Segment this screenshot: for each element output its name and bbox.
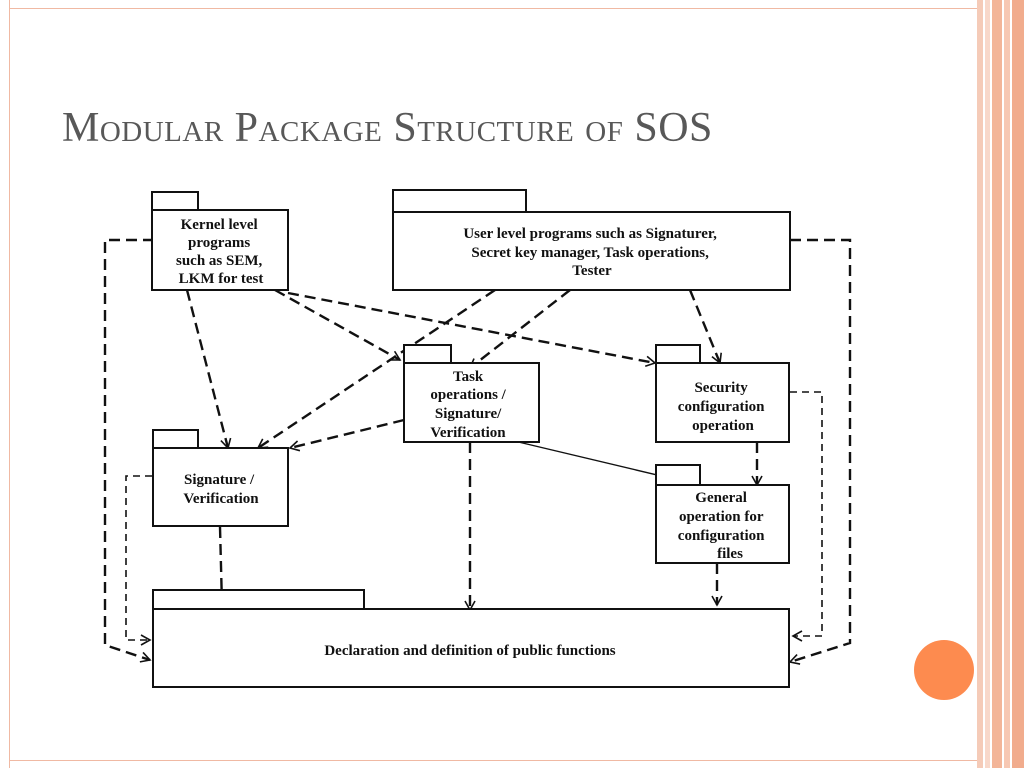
frame-top-line <box>9 8 977 9</box>
package-general-box <box>655 484 790 564</box>
right-stripe-5 <box>1012 0 1024 768</box>
edge-task-to-signature <box>288 418 405 452</box>
frame-bottom-line <box>9 760 977 761</box>
signature-label-line: Signature / <box>184 472 255 488</box>
kernel-label-line: LKM for test <box>179 271 264 287</box>
kernel-label-line: programs <box>188 235 250 251</box>
edge-user-to-public <box>788 238 852 665</box>
package-signature-tab <box>152 429 199 449</box>
public-label-line: Declaration and definition of public fun… <box>324 643 615 659</box>
package-task-box <box>403 362 540 443</box>
edge-kernel-to-task <box>274 288 402 362</box>
package-user-box <box>392 211 791 291</box>
right-stripe-4 <box>1004 0 1010 768</box>
package-task-label: Task operations / Signature/ Verificatio… <box>430 369 509 441</box>
package-security-label: Security configuration operation <box>678 380 768 434</box>
security-label-line: Security <box>694 380 748 396</box>
general-label-line: files <box>717 546 743 562</box>
package-user-label: User level programs such as Signaturer, … <box>463 226 720 279</box>
package-signature-box <box>152 447 289 527</box>
edge-user-to-task <box>468 289 571 370</box>
edge-user-to-signature <box>256 289 496 449</box>
edge-user-to-security <box>688 289 722 365</box>
frame-left-line <box>9 0 10 768</box>
package-task-tab <box>403 344 452 364</box>
edge-kernel-to-security <box>287 291 657 367</box>
right-stripe-3 <box>992 0 1002 768</box>
orange-circle-decoration <box>914 640 974 700</box>
kernel-label-line: Kernel level <box>181 217 258 233</box>
user-label-line: User level programs such as Signaturer, <box>463 226 717 242</box>
security-label-line: configuration <box>678 399 765 415</box>
signature-label-line: Verification <box>183 491 259 507</box>
package-security-tab <box>655 344 701 364</box>
package-public-box <box>152 608 790 688</box>
package-public-label: Declaration and definition of public fun… <box>324 643 615 659</box>
package-kernel-tab <box>151 191 199 211</box>
package-general-label: General operation for configuration file… <box>678 490 768 562</box>
package-signature-label: Signature / Verification <box>183 472 259 507</box>
user-label-line: Tester <box>572 263 612 279</box>
kernel-label-line: such as SEM, <box>176 253 263 269</box>
security-label-line: operation <box>692 418 754 434</box>
package-kernel-box <box>151 209 289 291</box>
slide-title: Modular Package Structure of SOS <box>62 105 713 151</box>
task-label-line: Verification <box>430 425 506 441</box>
package-security-box <box>655 362 790 443</box>
task-label-line: Signature/ <box>435 406 502 422</box>
package-kernel-label: Kernel level programs such as SEM, LKM f… <box>176 217 266 287</box>
edge-kernel-to-public <box>103 238 154 663</box>
edge-signature-to-public-side <box>125 475 152 646</box>
general-label-line: configuration <box>678 528 765 544</box>
right-stripe-1 <box>977 0 983 768</box>
general-label-line: General <box>695 490 747 506</box>
right-stripe-2 <box>985 0 990 768</box>
task-label-line: operations / <box>430 387 506 403</box>
task-label-line: Task <box>453 369 484 385</box>
general-label-line: operation for <box>679 509 764 525</box>
edge-kernel-to-signature <box>185 289 232 450</box>
user-label-line: Secret key manager, Task operations, <box>471 245 709 261</box>
package-public-tab <box>152 589 365 610</box>
package-general-tab <box>655 464 701 486</box>
edge-security-to-public-side <box>790 391 823 642</box>
edge-signature-to-public <box>216 526 228 607</box>
package-user-tab <box>392 189 527 213</box>
